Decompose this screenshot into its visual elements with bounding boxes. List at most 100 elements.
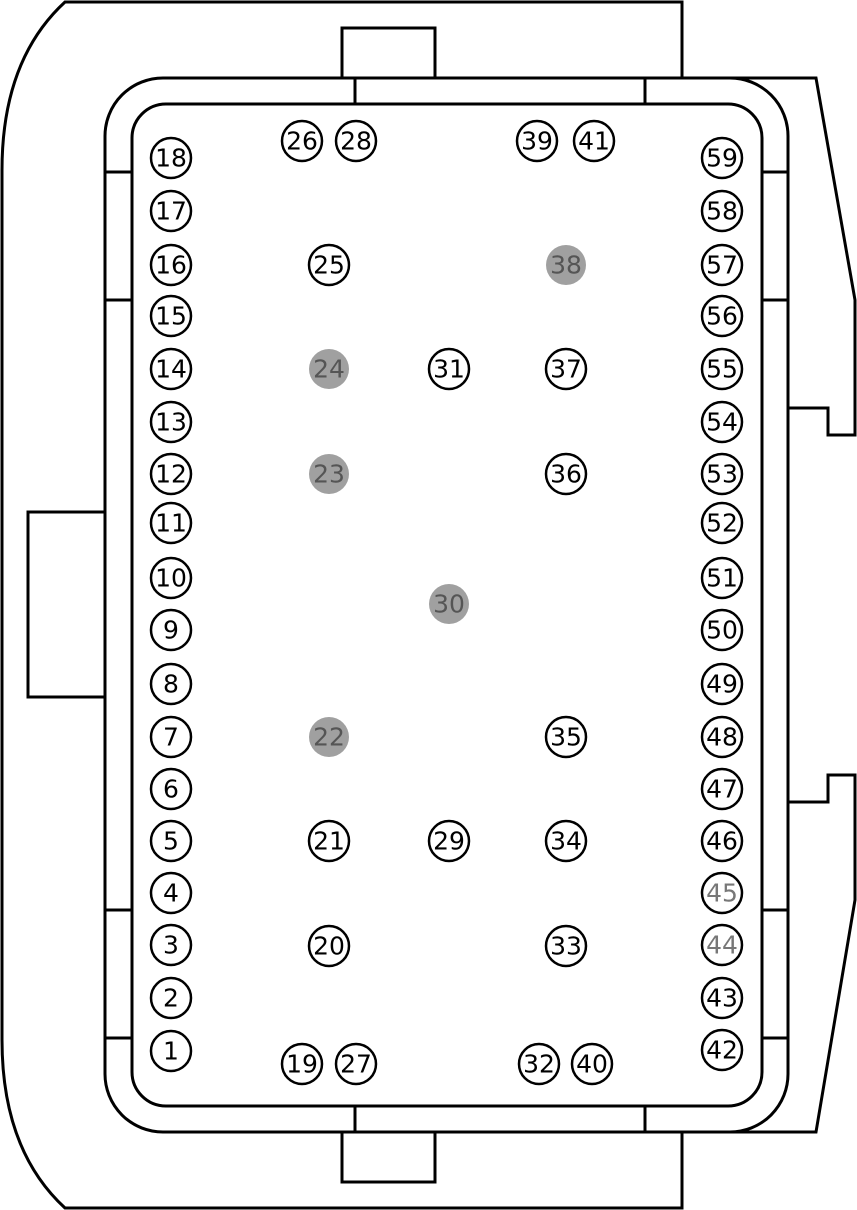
pin-marker-ring xyxy=(307,819,351,863)
pin-marker-ring xyxy=(544,452,588,496)
pin-1: 1 xyxy=(149,1029,193,1073)
pin-42: 42 xyxy=(700,1028,744,1072)
pin-37: 37 xyxy=(544,347,588,391)
pin-8: 8 xyxy=(149,662,193,706)
pin-label: 17 xyxy=(155,197,187,226)
pin-label: 29 xyxy=(433,827,465,856)
pin-label: 50 xyxy=(706,616,738,645)
pin-29: 29 xyxy=(427,819,471,863)
pin-21: 21 xyxy=(307,819,351,863)
bottom-tab xyxy=(340,1106,437,1184)
pin-marker-filled xyxy=(309,454,349,494)
pin-marker-ring xyxy=(149,556,193,600)
pin-marker-ring xyxy=(515,119,559,163)
pin-marker-ring xyxy=(700,819,744,863)
pin-marker-ring xyxy=(700,189,744,233)
pin-50: 50 xyxy=(700,608,744,652)
pin-30: 30 xyxy=(429,584,469,624)
pin-marker-ring xyxy=(149,662,193,706)
pin-marker-ring xyxy=(700,662,744,706)
pin-label: 5 xyxy=(163,827,179,856)
pin-marker-ring xyxy=(700,976,744,1020)
pin-marker-ring xyxy=(700,1028,744,1072)
pin-label: 57 xyxy=(706,251,738,280)
pin-marker-ring xyxy=(700,501,744,545)
pin-label: 20 xyxy=(313,932,345,961)
pin-label: 3 xyxy=(163,931,179,960)
pin-label: 58 xyxy=(706,197,738,226)
pin-marker-ring xyxy=(307,243,351,287)
pin-marker-ring xyxy=(517,1042,561,1086)
pin-label: 49 xyxy=(706,670,738,699)
pin-26: 26 xyxy=(280,119,324,163)
pin-52: 52 xyxy=(700,501,744,545)
pin-marker-ring xyxy=(149,871,193,915)
pin-label: 46 xyxy=(706,827,738,856)
pin-marker-ring xyxy=(149,400,193,444)
top-tab xyxy=(340,26,437,104)
pin-label: 7 xyxy=(163,723,179,752)
pin-label: 48 xyxy=(706,723,738,752)
pin-label: 24 xyxy=(313,355,345,384)
pin-marker-ring xyxy=(544,819,588,863)
pin-marker-ring xyxy=(149,767,193,811)
pin-marker-ring xyxy=(149,294,193,338)
pin-marker-ring xyxy=(572,119,616,163)
pin-marker-ring xyxy=(544,347,588,391)
pin-marker-ring xyxy=(149,347,193,391)
pin-54: 54 xyxy=(700,400,744,444)
pin-40: 40 xyxy=(570,1042,614,1086)
pin-marker-ring xyxy=(427,347,471,391)
pin-marker-ring xyxy=(700,767,744,811)
pin-label: 25 xyxy=(313,251,345,280)
pin-label: 35 xyxy=(550,723,582,752)
pin-marker-ring xyxy=(334,1042,378,1086)
pin-label: 51 xyxy=(706,564,738,593)
pin-label: 54 xyxy=(706,408,738,437)
pin-marker-ring xyxy=(149,1029,193,1073)
pin-55: 55 xyxy=(700,347,744,391)
pin-18: 18 xyxy=(149,136,193,180)
pin-marker-filled xyxy=(309,717,349,757)
pin-marker-ring xyxy=(700,243,744,287)
pin-32: 32 xyxy=(517,1042,561,1086)
pin-marker-ring xyxy=(334,119,378,163)
pin-label: 28 xyxy=(340,127,372,156)
pin-7: 7 xyxy=(149,715,193,759)
pin-label: 33 xyxy=(550,932,582,961)
pin-57: 57 xyxy=(700,243,744,287)
pin-marker-ring xyxy=(427,819,471,863)
pin-label: 37 xyxy=(550,355,582,384)
pin-label: 45 xyxy=(706,879,738,908)
pin-marker-ring xyxy=(280,1042,324,1086)
pin-39: 39 xyxy=(515,119,559,163)
pin-23: 23 xyxy=(309,454,349,494)
pin-marker-ring xyxy=(149,819,193,863)
pin-marker-ring xyxy=(700,556,744,600)
pin-label: 44 xyxy=(706,931,738,960)
pin-marker-ring xyxy=(280,119,324,163)
pin-label: 36 xyxy=(550,460,582,489)
pin-marker-ring xyxy=(149,501,193,545)
pin-marker-ring xyxy=(149,243,193,287)
pin-17: 17 xyxy=(149,189,193,233)
pin-48: 48 xyxy=(700,715,744,759)
pin-marker-ring xyxy=(307,924,351,968)
pin-label: 11 xyxy=(155,509,187,538)
pin-25: 25 xyxy=(307,243,351,287)
pin-label: 27 xyxy=(340,1050,372,1079)
pin-33: 33 xyxy=(544,924,588,968)
pin-45: 45 xyxy=(700,871,744,915)
pin-41: 41 xyxy=(572,119,616,163)
pin-20: 20 xyxy=(307,924,351,968)
pin-3: 3 xyxy=(149,923,193,967)
frame-ticks xyxy=(105,78,788,1132)
pin-58: 58 xyxy=(700,189,744,233)
left-tab xyxy=(26,510,105,699)
pin-label: 42 xyxy=(706,1036,738,1065)
pin-marker-ring xyxy=(570,1042,614,1086)
pin-label: 22 xyxy=(313,723,345,752)
pin-label: 30 xyxy=(433,590,465,619)
pin-15: 15 xyxy=(149,294,193,338)
pin-28: 28 xyxy=(334,119,378,163)
